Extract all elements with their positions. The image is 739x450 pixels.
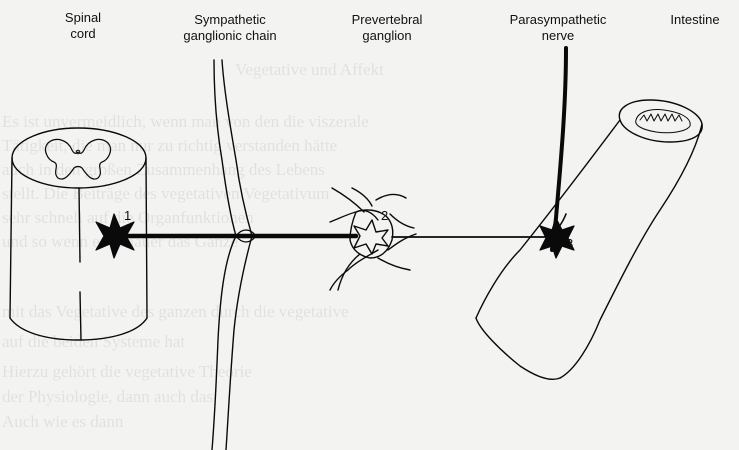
label-parasympathetic-line1: Parasympathetic	[500, 12, 616, 28]
label-spinal-cord-line2: cord	[58, 26, 108, 42]
label-parasympathetic-nerve: Parasympathetic nerve	[500, 12, 616, 44]
label-intestine: Intestine	[660, 12, 730, 28]
label-parasympathetic-line2: nerve	[500, 28, 616, 44]
label-prevertebral-line1: Prevertebral	[342, 12, 432, 28]
sympathetic-chain	[212, 60, 256, 450]
neuron-number-2: 2	[381, 208, 388, 223]
label-prevertebral-line2: ganglion	[342, 28, 432, 44]
label-sympathetic-line2: ganglionic chain	[170, 28, 290, 44]
neuron-number-1: 1	[124, 208, 131, 223]
label-prevertebral-ganglion: Prevertebral ganglion	[342, 12, 432, 44]
neuron-2-cell-body	[354, 220, 388, 254]
label-sympathetic-line1: Sympathetic	[170, 12, 290, 28]
intestine-tube	[476, 100, 702, 379]
label-sympathetic-chain: Sympathetic ganglionic chain	[170, 12, 290, 44]
neuron-number-3: 3	[566, 236, 573, 251]
label-spinal-cord-line1: Spinal	[58, 10, 108, 26]
label-spinal-cord: Spinal cord	[58, 10, 108, 42]
